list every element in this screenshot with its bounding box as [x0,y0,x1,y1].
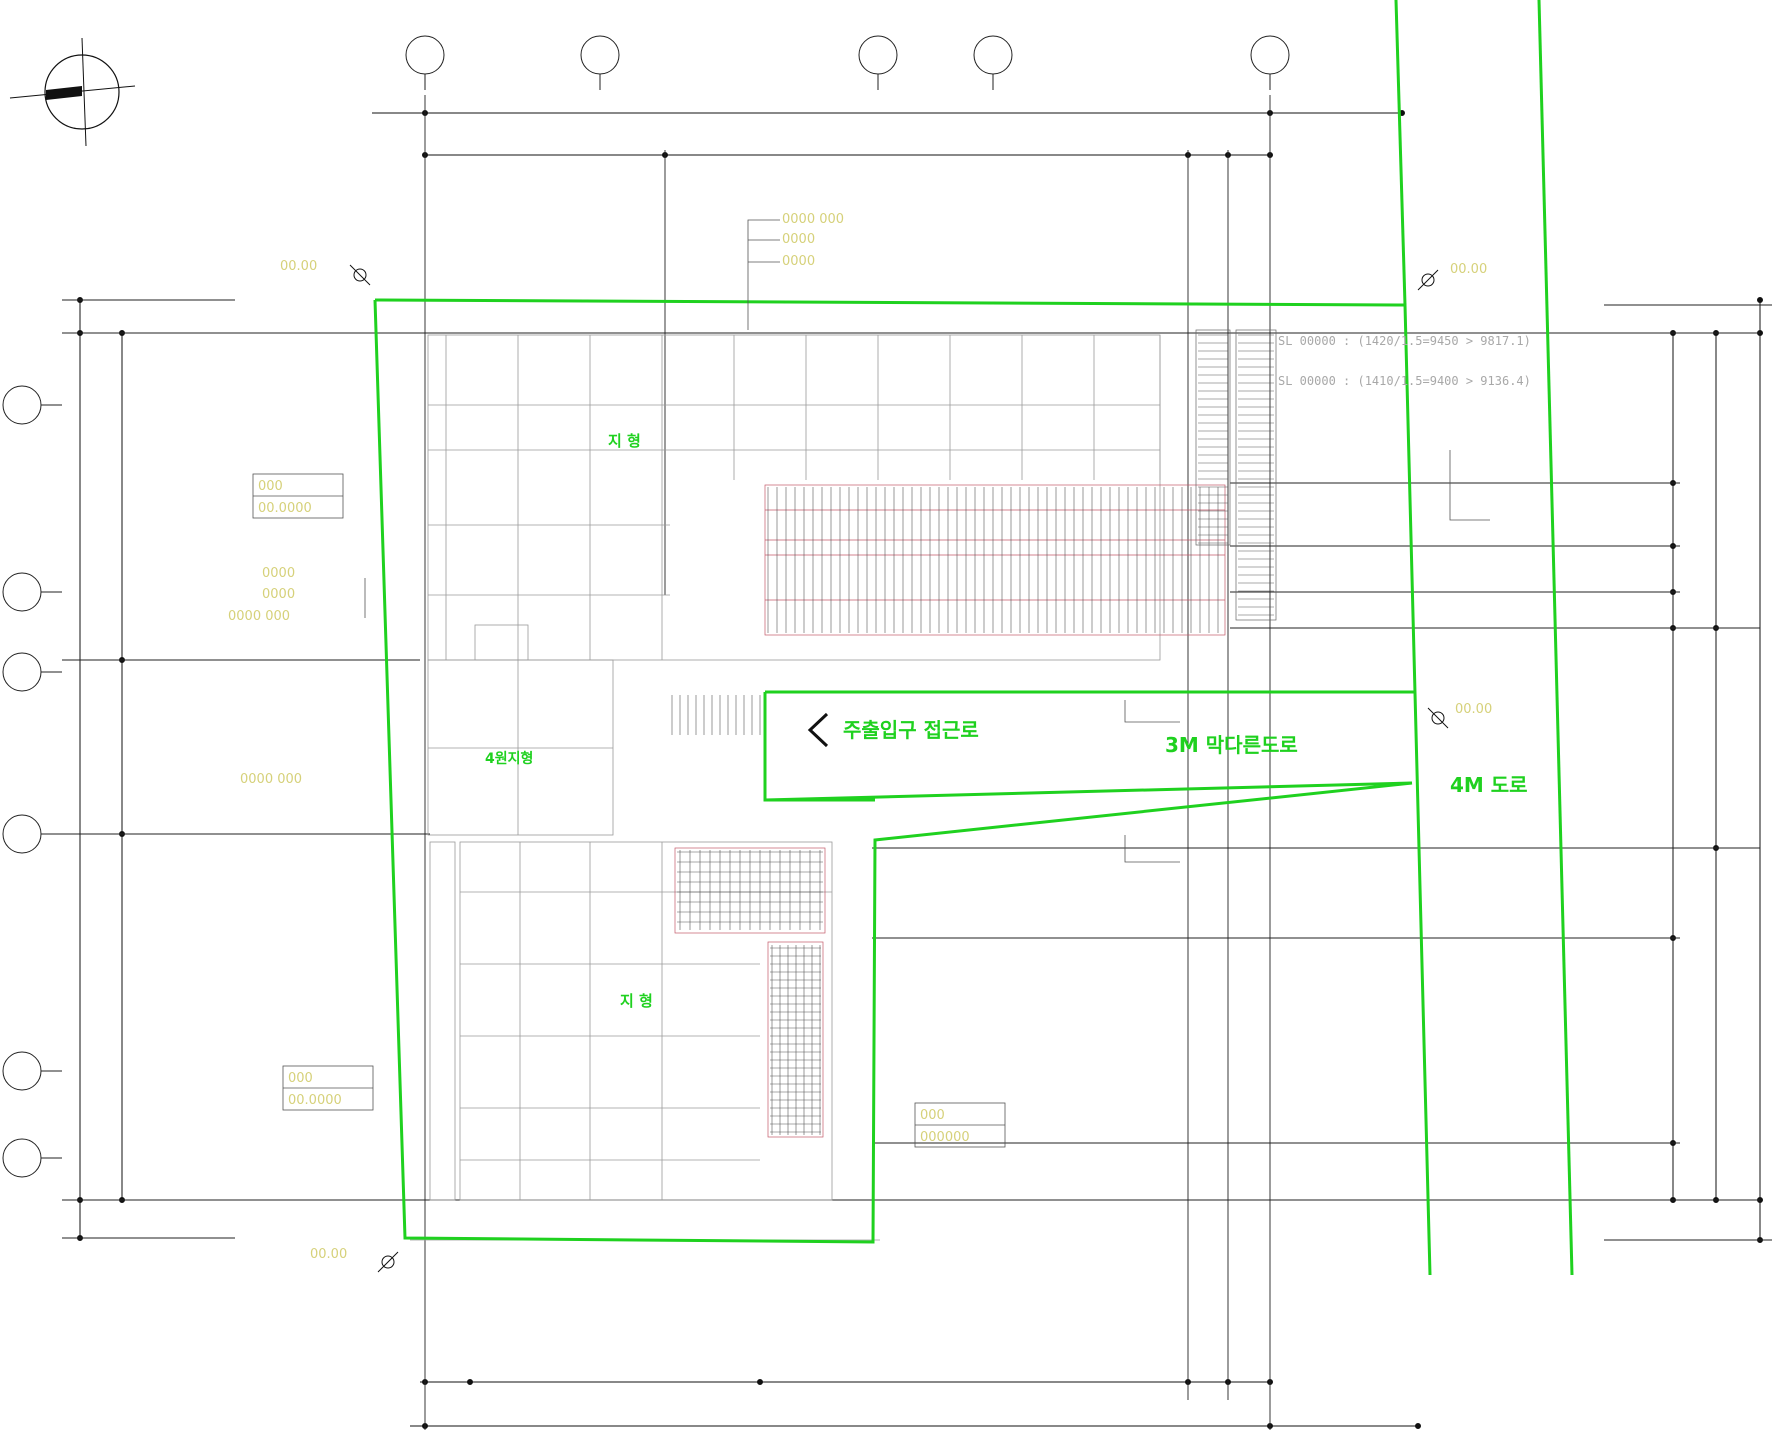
slope-note-1: SL 00000 : (1420/1.5=9450 > 9817.1) [1278,334,1531,348]
survey-markers [349,264,1449,1273]
faint-annotations: 0000 000 0000 0000 000 00.0000 000 00.00… [228,212,1492,1262]
svg-text:00.0000: 00.0000 [258,501,312,516]
slope-note-2: SL 00000 : (1410/1.5=9400 > 9136.4) [1278,374,1531,388]
stair-treads [671,334,1274,1135]
green-labels: 지 형 4원지형 지 형 주출입구 접근로 3M 막다른도로 4M 도로 [485,432,1528,1010]
dead-end-road-label: 3M 막다른도로 [1165,733,1298,757]
garden-mid-label: 4원지형 [485,750,533,767]
svg-text:0000 000: 0000 000 [228,609,290,624]
paving-grid [410,334,1161,1241]
garden-top-label: 지 형 [608,432,641,450]
svg-text:00.00: 00.00 [280,259,317,274]
svg-text:00.00: 00.00 [1450,262,1487,277]
garden-bottom-label: 지 형 [620,992,653,1010]
svg-text:0000: 0000 [782,232,815,247]
slope-notes: SL 00000 : (1420/1.5=9450 > 9817.1) SL 0… [1278,334,1531,388]
site-boundary [373,0,1574,1276]
north-arrow-icon [9,37,136,147]
svg-text:0000 000: 0000 000 [240,772,302,787]
dimension-lines [77,110,1763,1429]
svg-text:00.00: 00.00 [310,1247,347,1262]
svg-text:00.0000: 00.0000 [288,1093,342,1108]
main-entrance-road-label: 주출입구 접근로 [843,718,979,742]
svg-text:0000: 0000 [262,566,295,581]
svg-text:000: 000 [920,1108,945,1123]
svg-text:0000: 0000 [262,587,295,602]
stair-right [1195,329,1277,621]
road-4m-label: 4M 도로 [1450,773,1528,797]
grid-bubbles-left [2,385,62,1178]
structural-grid [62,95,1772,1430]
leader-lines [252,219,1490,1148]
svg-text:000: 000 [258,479,283,494]
svg-text:000000: 000000 [920,1130,970,1145]
chevron-left-icon [807,712,829,748]
svg-text:00.00: 00.00 [1455,702,1492,717]
svg-text:0000 000: 0000 000 [782,212,844,227]
grid-bubbles-top [405,35,1290,90]
stair-hatch [674,484,1226,1138]
svg-text:000: 000 [288,1071,313,1086]
svg-text:0000: 0000 [782,254,815,269]
